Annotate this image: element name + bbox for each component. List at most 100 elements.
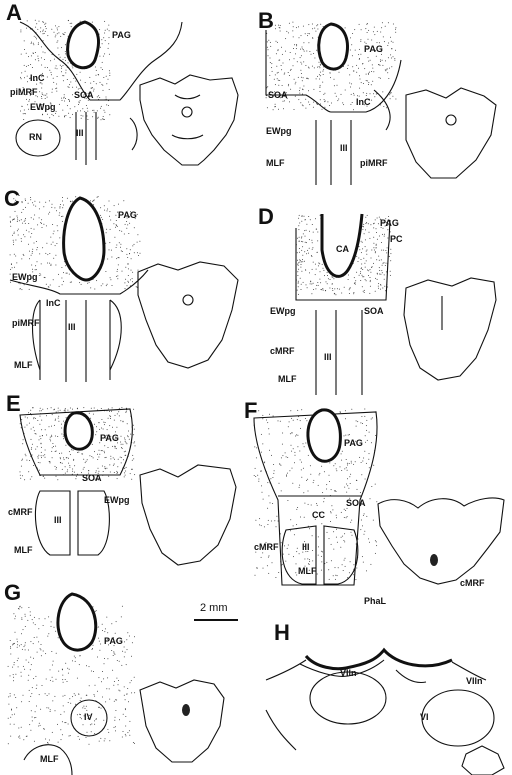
stipple-dot <box>331 283 333 285</box>
stipple-dot <box>16 641 18 643</box>
stipple-dot <box>13 273 15 275</box>
stipple-dot <box>34 200 36 202</box>
stipple-dot <box>56 33 58 35</box>
stipple-dot <box>271 454 272 456</box>
stipple-dot <box>29 250 30 252</box>
stipple-dot <box>360 271 362 273</box>
stipple-dot <box>293 78 295 80</box>
stipple-dot <box>358 67 359 69</box>
stipple-dot <box>47 742 48 743</box>
stipple-dot <box>82 724 84 726</box>
stipple-dot <box>110 418 111 419</box>
stipple-dot <box>96 426 97 428</box>
stipple-dot <box>294 44 296 46</box>
stipple-dot <box>90 87 92 89</box>
stipple-dot <box>265 541 267 543</box>
stipple-dot <box>374 540 376 542</box>
stipple-dot <box>24 70 26 72</box>
stipple-dot <box>377 285 379 287</box>
stipple-dot <box>133 243 135 245</box>
stipple-dot <box>10 281 12 283</box>
stipple-dot <box>98 640 100 642</box>
stipple-dot <box>52 660 54 662</box>
stipple-dot <box>362 503 364 505</box>
stipple-dot <box>109 211 111 213</box>
stipple-dot <box>10 225 12 227</box>
stipple-dot <box>30 236 32 238</box>
stipple-dot <box>90 731 92 733</box>
stipple-dot <box>318 74 320 76</box>
stipple-dot <box>305 242 307 244</box>
stipple-dot <box>297 264 299 266</box>
stipple-dot <box>328 569 330 571</box>
stipple-dot <box>39 407 41 409</box>
stipple-dot <box>344 89 346 91</box>
stipple-dot <box>86 665 87 667</box>
stipple-dot <box>64 57 66 59</box>
stipple-dot <box>25 52 27 54</box>
stipple-dot <box>85 705 87 707</box>
stipple-dot <box>272 415 274 417</box>
stipple-dot <box>360 29 362 31</box>
stipple-dot <box>373 227 375 229</box>
stipple-dot <box>284 72 286 74</box>
stipple-dot <box>122 731 124 732</box>
stipple-dot <box>52 77 54 79</box>
stipple-dot <box>311 293 313 295</box>
stipple-dot <box>311 283 313 285</box>
stipple-dot <box>55 25 56 27</box>
stipple-dot <box>112 669 114 671</box>
stipple-dot <box>127 263 129 265</box>
stipple-dot <box>73 458 75 460</box>
stipple-dot <box>7 717 9 719</box>
stipple-dot <box>49 117 51 119</box>
stipple-dot <box>51 28 53 30</box>
stipple-dot <box>72 67 74 69</box>
stipple-dot <box>299 484 301 486</box>
stipple-dot <box>361 474 363 476</box>
stipple-dot <box>67 672 69 674</box>
stipple-dot <box>21 607 23 609</box>
stipple-dot <box>54 465 56 467</box>
stipple-dot <box>309 230 310 232</box>
stipple-dot <box>315 78 317 80</box>
stipple-dot <box>299 259 301 261</box>
stipple-dot <box>77 451 78 453</box>
stipple-dot <box>42 33 44 35</box>
stipple-dot <box>24 644 26 646</box>
stipple-dot <box>354 49 356 51</box>
stipple-dot <box>116 225 117 227</box>
stipple-dot <box>42 114 44 116</box>
stipple-dot <box>301 249 303 251</box>
stipple-dot <box>361 267 363 269</box>
stipple-dot <box>350 462 352 464</box>
stipple-dot <box>113 637 115 639</box>
stipple-dot <box>97 479 99 481</box>
stipple-dot <box>69 407 71 409</box>
stipple-dot <box>50 243 52 245</box>
stipple-dot <box>388 78 390 79</box>
stipple-dot <box>308 33 310 35</box>
stipple-dot <box>353 109 354 111</box>
stipple-dot <box>317 240 319 242</box>
stipple-dot <box>71 65 73 67</box>
stipple-dot <box>107 677 109 679</box>
stipple-dot <box>316 25 318 27</box>
stipple-dot <box>63 711 65 713</box>
stipple-dot <box>121 447 123 449</box>
stipple-dot <box>311 255 313 257</box>
stipple-dot <box>379 64 381 66</box>
stipple-dot <box>85 736 87 738</box>
stipple-dot <box>117 684 119 686</box>
stipple-dot <box>366 105 368 107</box>
stipple-dot <box>362 514 364 516</box>
stipple-dot <box>99 453 101 455</box>
stipple-dot <box>87 110 89 112</box>
stipple-dot <box>58 54 60 56</box>
stipple-dot <box>290 88 292 90</box>
stipple-dot <box>272 503 274 504</box>
stipple-dot <box>9 273 11 275</box>
stipple-dot <box>318 474 320 476</box>
stipple-dot <box>322 288 324 289</box>
stipple-dot <box>376 278 378 280</box>
